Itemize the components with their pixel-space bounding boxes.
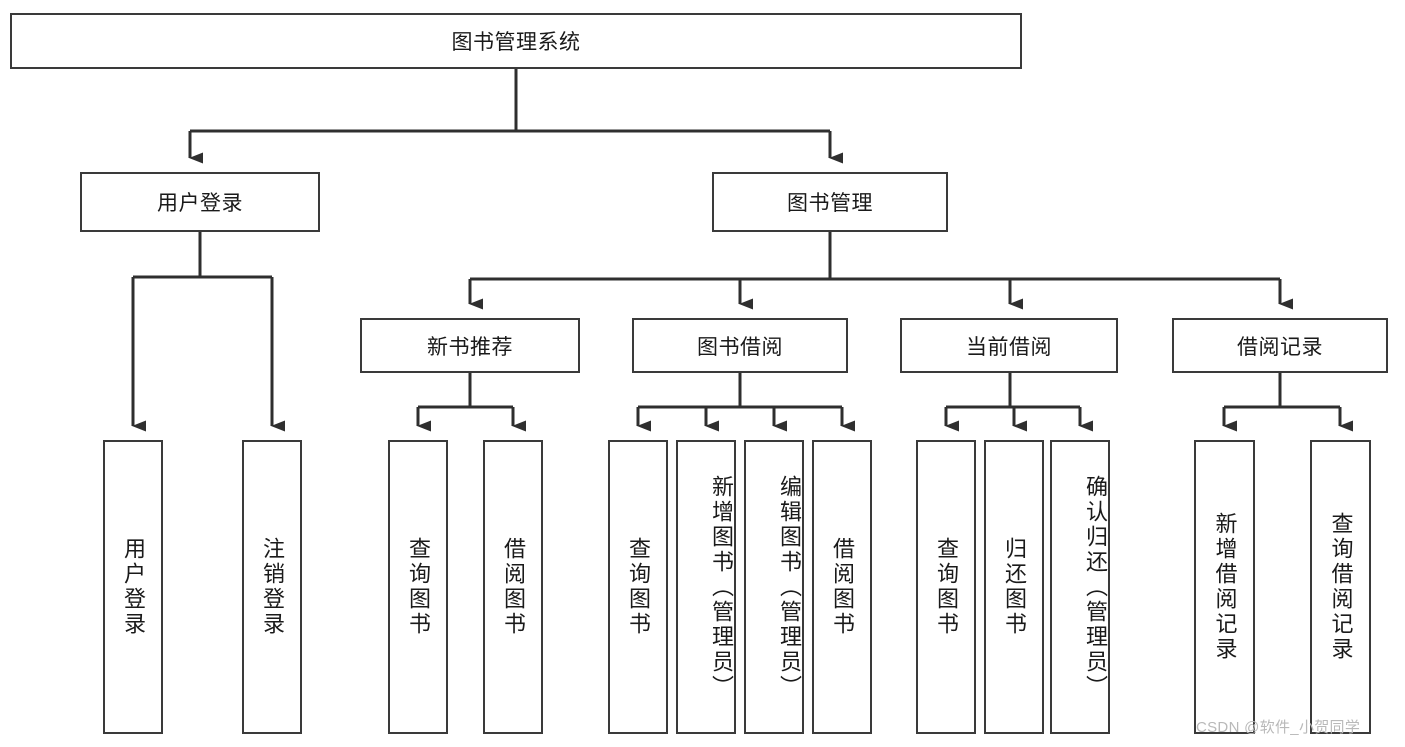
leaf-user-login-logout[interactable]: 注销登录	[242, 440, 302, 734]
watermark-label: CSDN @软件_小贺同学	[1196, 719, 1361, 736]
node-label: 查询图书	[405, 537, 431, 637]
node-new-book-recommend[interactable]: 新书推荐	[360, 318, 580, 373]
node-label: 注销登录	[259, 537, 285, 637]
node-label: 新增借阅记录	[1212, 512, 1238, 662]
node-book-management[interactable]: 图书管理	[712, 172, 948, 232]
node-label: 图书借阅	[697, 335, 783, 359]
node-label: 图书管理系统	[451, 31, 581, 54]
leaf-record-query-record[interactable]: 查询借阅记录	[1310, 440, 1371, 734]
node-label: 借阅图书	[500, 537, 526, 637]
leaf-recommend-query-book[interactable]: 查询图书	[388, 440, 448, 734]
leaf-user-login-login[interactable]: 用户登录	[103, 440, 163, 734]
node-label: 借阅图书	[829, 537, 855, 637]
leaf-recommend-borrow-book[interactable]: 借阅图书	[483, 440, 543, 734]
node-label: 当前借阅	[966, 335, 1052, 359]
leaf-current-return-book[interactable]: 归还图书	[984, 440, 1044, 734]
node-label: 编辑图书（管理员）	[777, 474, 802, 700]
node-root-system[interactable]: 图书管理系统	[10, 13, 1022, 69]
leaf-record-add-record[interactable]: 新增借阅记录	[1194, 440, 1255, 734]
leaf-current-confirm-return[interactable]: 确认归还（管理员）	[1050, 440, 1110, 734]
node-label: 新增图书（管理员）	[709, 474, 734, 700]
node-label: 归还图书	[1001, 537, 1027, 637]
node-book-borrow[interactable]: 图书借阅	[632, 318, 848, 373]
node-label: 查询借阅记录	[1328, 512, 1354, 662]
leaf-borrow-edit-book[interactable]: 编辑图书（管理员）	[744, 440, 804, 734]
node-label: 新书推荐	[427, 335, 513, 359]
node-borrow-record[interactable]: 借阅记录	[1172, 318, 1388, 373]
node-label: 借阅记录	[1237, 335, 1323, 359]
node-label: 用户登录	[157, 192, 243, 215]
leaf-borrow-query-book[interactable]: 查询图书	[608, 440, 668, 734]
node-label: 图书管理	[787, 192, 873, 215]
node-label: 确认归还（管理员）	[1083, 474, 1108, 700]
node-label: 查询图书	[933, 537, 959, 637]
leaf-borrow-add-book[interactable]: 新增图书（管理员）	[676, 440, 736, 734]
leaf-current-query-book[interactable]: 查询图书	[916, 440, 976, 734]
node-current-borrow[interactable]: 当前借阅	[900, 318, 1118, 373]
node-user-login[interactable]: 用户登录	[80, 172, 320, 232]
node-label: 查询图书	[625, 537, 651, 637]
leaf-borrow-borrow-book[interactable]: 借阅图书	[812, 440, 872, 734]
node-label: 用户登录	[120, 537, 146, 637]
